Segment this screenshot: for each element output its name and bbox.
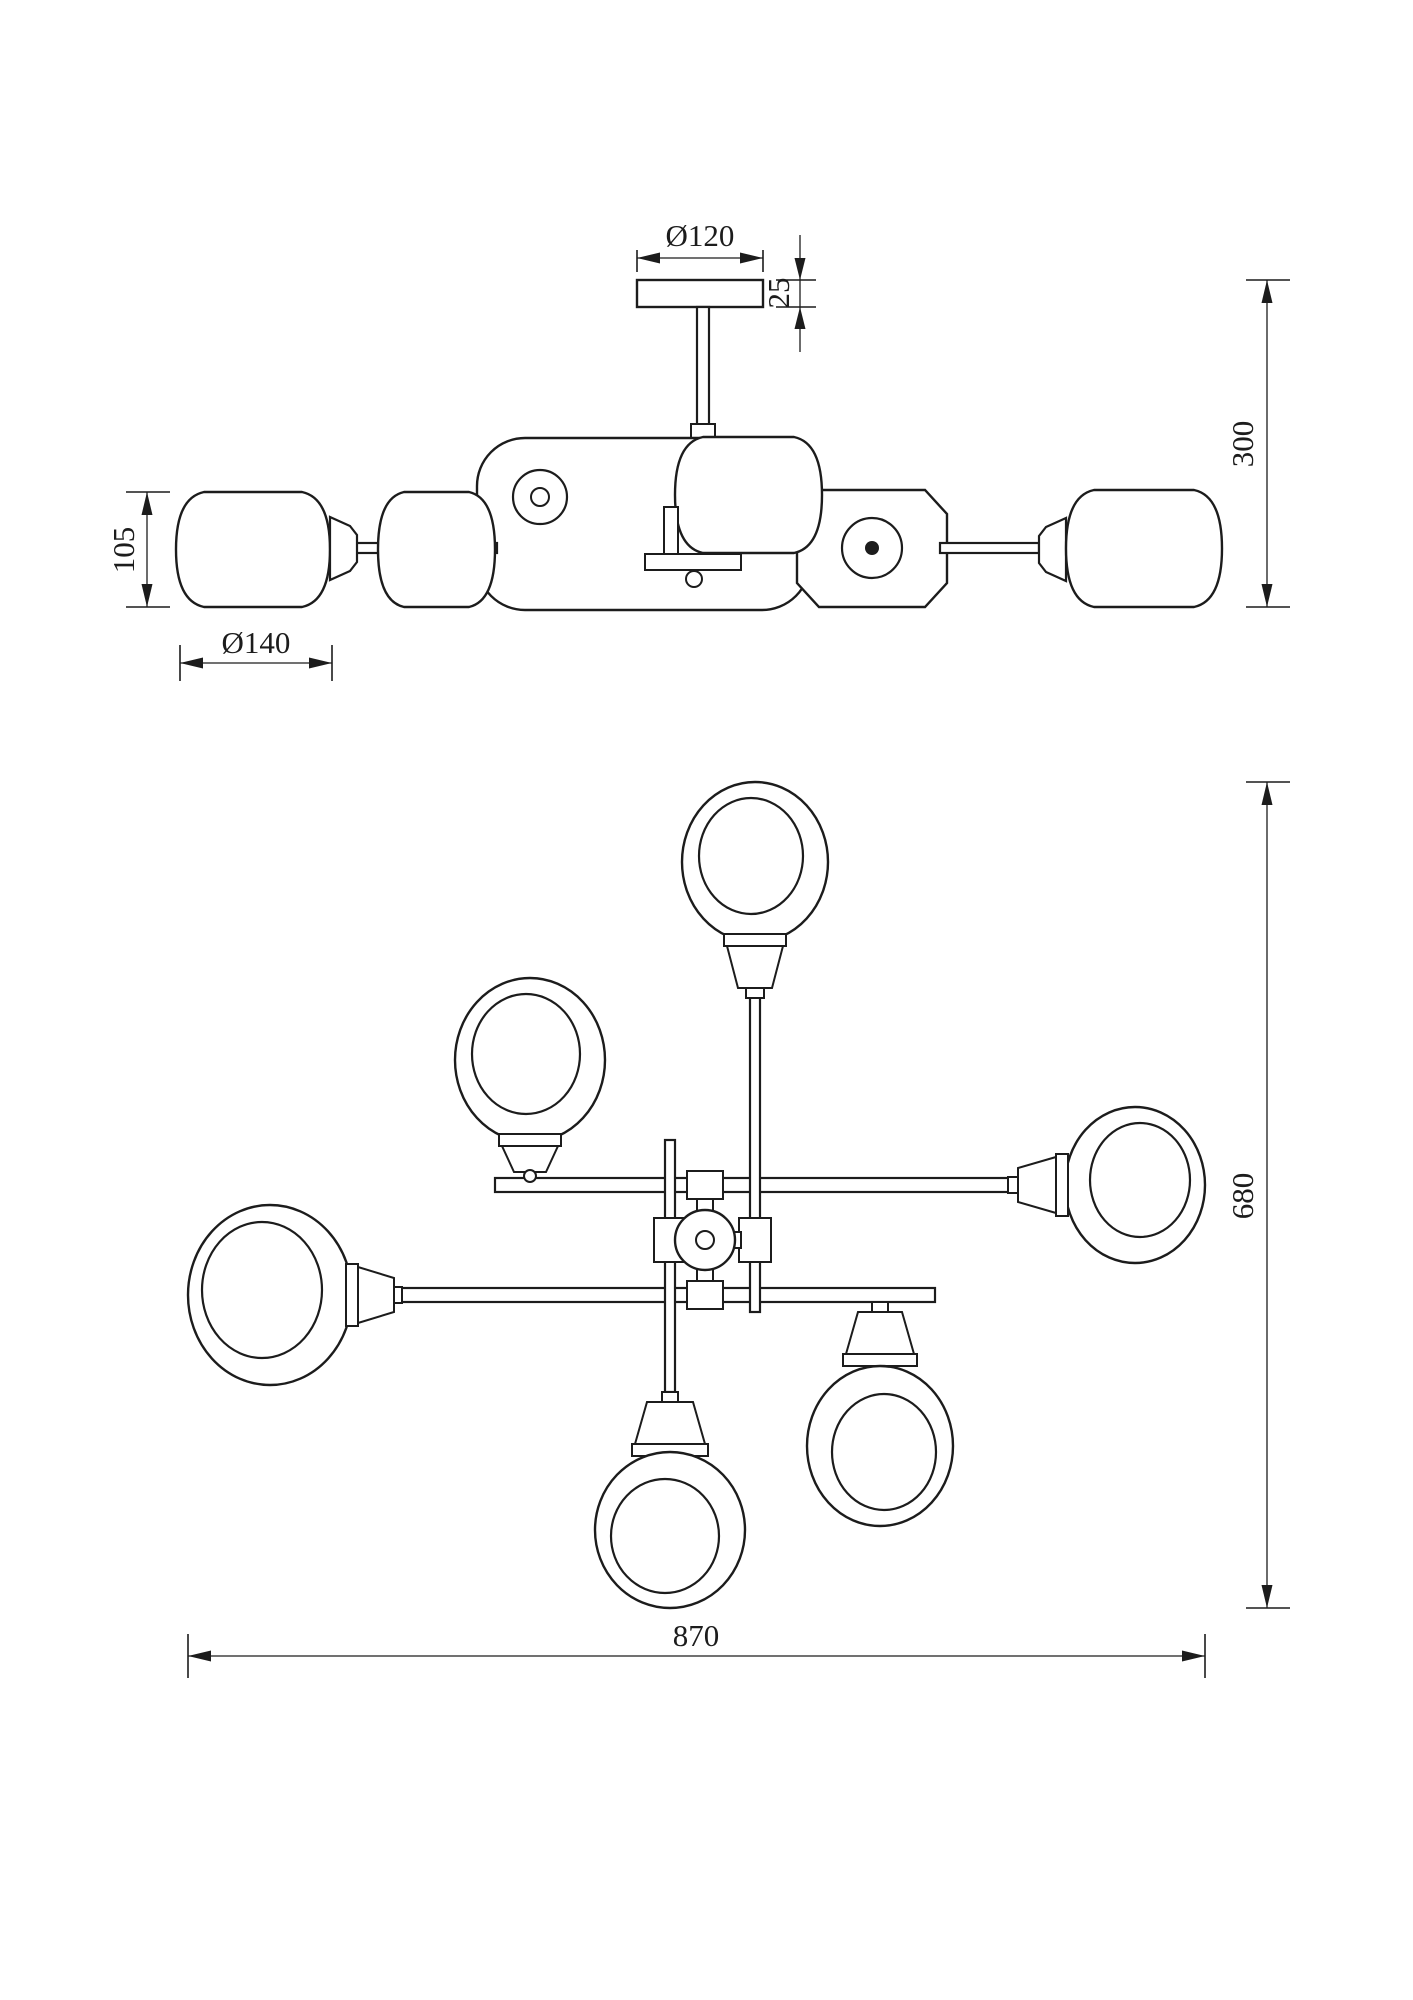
bracket-plate (663, 506, 679, 562)
arrowhead-icon (180, 657, 203, 669)
plan-view: 680 870 (186, 780, 1290, 1678)
plan-shade-lower-right (805, 1301, 955, 1528)
shade-inner-ring (830, 1392, 938, 1512)
cross-stem-right (748, 994, 762, 1314)
bulb-socket-center (865, 541, 879, 555)
front-elevation-view: Ø120 25 (106, 218, 1290, 681)
arrowhead-icon (740, 252, 763, 264)
clamp-block (738, 1217, 772, 1263)
arrowhead-icon (1261, 1585, 1273, 1608)
shade-socket (844, 1311, 916, 1355)
arrowhead-icon (309, 657, 332, 669)
shade-collar (498, 1133, 562, 1147)
clamp-block (686, 1280, 724, 1310)
dimension-overall-depth: 680 (1225, 781, 1290, 1609)
dimension-overall-width: 870 (187, 1618, 1206, 1678)
dimension-canopy-thickness: 25 (761, 235, 816, 352)
shade-outline (1063, 1105, 1207, 1265)
arrowhead-icon (1261, 782, 1273, 805)
center-lamp-shade (673, 435, 824, 555)
dimension-fixture-height: 300 (1225, 279, 1290, 608)
dimension-canopy-diameter: Ø120 (636, 218, 764, 272)
shade-socket (1037, 516, 1068, 583)
shade-inner-ring (609, 1477, 721, 1595)
shade-socket (633, 1401, 707, 1445)
shade-outline (453, 976, 607, 1144)
bracket-base (644, 553, 742, 571)
shade-inner-ring (697, 796, 805, 916)
dimension-label: 25 (761, 278, 796, 309)
arrowhead-icon (1182, 1650, 1205, 1662)
shade-socket (1017, 1155, 1057, 1215)
dimension-label: 300 (1225, 421, 1260, 468)
shade-nub (661, 1391, 679, 1403)
arrowhead-icon (1261, 280, 1273, 303)
plan-shade-bottom (593, 1391, 747, 1610)
dimension-shade-height: 105 (106, 491, 170, 608)
plan-shade-top (680, 780, 830, 999)
dimension-label: 870 (673, 1618, 720, 1653)
right-lamp-shade (1064, 488, 1224, 609)
bulb-socket-center (530, 487, 550, 507)
clamp-block (686, 1170, 724, 1200)
plan-shade-right (1007, 1105, 1207, 1265)
shade-collar (345, 1263, 359, 1327)
shade-collar (1055, 1153, 1069, 1217)
dimension-label: Ø140 (222, 625, 291, 660)
lamp-arm-right (938, 541, 1041, 555)
shade-outline (680, 780, 830, 944)
left-lamp-shade (174, 490, 332, 609)
arrowhead-icon (794, 307, 806, 329)
shade-nub (745, 987, 765, 999)
shade-socket (500, 1145, 560, 1173)
shade-outline (593, 1450, 747, 1610)
shade-socket (725, 945, 785, 989)
shade-socket (328, 515, 359, 582)
shade-inner-ring (470, 992, 582, 1116)
mounting-bracket (644, 506, 742, 588)
shade-nub (871, 1301, 889, 1313)
shade-collar (723, 933, 787, 947)
dimension-label: Ø120 (666, 218, 735, 253)
bracket-knob (685, 570, 703, 588)
hub-clamps (653, 1170, 772, 1310)
mid-lamp-shade (376, 490, 497, 609)
arrowhead-icon (141, 492, 153, 515)
shade-inner-ring (200, 1220, 324, 1360)
plan-shade-upper-left (453, 976, 607, 1183)
central-hub-center (695, 1230, 715, 1250)
ceiling-canopy (635, 278, 765, 309)
arrowhead-icon (637, 252, 660, 264)
dimension-shade-diameter: Ø140 (179, 625, 333, 681)
shade-outline (805, 1364, 955, 1528)
shade-inner-ring (1088, 1121, 1192, 1239)
arrowhead-icon (188, 1650, 211, 1662)
cross-stem-left (663, 1138, 677, 1394)
shade-nub (523, 1169, 537, 1183)
shade-collar (842, 1353, 918, 1367)
dimension-label: 680 (1225, 1173, 1260, 1220)
dimension-label: 105 (106, 527, 141, 574)
arrowhead-icon (1261, 584, 1273, 607)
shade-socket (357, 1265, 395, 1325)
plan-shade-left (186, 1203, 403, 1387)
down-rod (695, 305, 711, 442)
arrowhead-icon (141, 584, 153, 607)
arrowhead-icon (794, 258, 806, 280)
